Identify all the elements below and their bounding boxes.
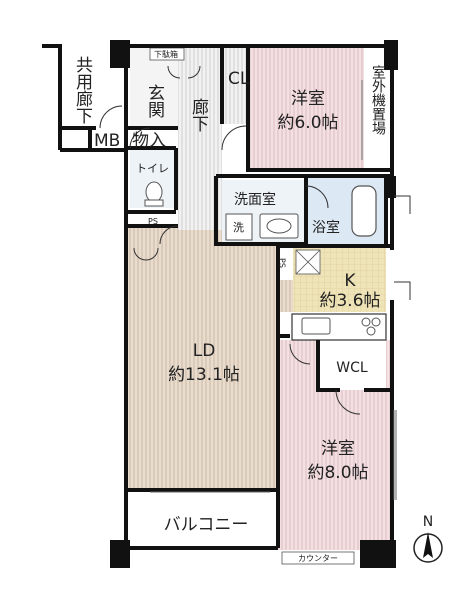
label-hallway: 廊下 xyxy=(188,98,209,132)
pillar xyxy=(110,40,130,68)
room-wcl-fill xyxy=(318,340,386,390)
stove-burner-icon xyxy=(366,326,376,336)
label-wcl: WCL xyxy=(336,360,368,376)
balcony-fill xyxy=(128,496,278,548)
counter-strip xyxy=(281,551,355,565)
toilet-tank-icon xyxy=(144,199,164,207)
label-western-south-name: 洋室 xyxy=(321,439,355,459)
pillar xyxy=(360,540,396,568)
compass xyxy=(413,532,443,563)
label-washer: 洗 xyxy=(233,221,244,234)
label-entrance: 玄関 xyxy=(144,84,164,118)
label-closet: CL xyxy=(228,69,250,89)
washbasin-bowl-icon xyxy=(266,218,292,234)
label-ps-toilet: PS xyxy=(148,217,158,226)
label-north: N xyxy=(423,514,433,530)
windows xyxy=(150,80,397,500)
label-common-corridor: 共用廊下 xyxy=(72,56,93,124)
washer-icon xyxy=(225,213,253,241)
label-mb: MB xyxy=(94,131,120,151)
label-counter: カウンター xyxy=(298,554,338,563)
label-western-south-area: 約8.0帖 xyxy=(307,463,368,483)
label-outdoor-unit: 室外機置場 xyxy=(370,64,386,135)
sink-icon xyxy=(301,317,331,335)
entrance-fill xyxy=(130,48,178,128)
label-toilet: トイレ xyxy=(136,162,169,175)
label-washroom: 洗面室 xyxy=(234,191,276,208)
label-kitchen-name: K xyxy=(344,271,356,291)
pillar xyxy=(384,176,396,198)
room-ld-fill xyxy=(128,226,278,490)
label-ps-kitchen: PS xyxy=(278,258,287,268)
toilet-bowl-icon xyxy=(145,181,163,203)
bathtub-icon xyxy=(351,185,377,237)
label-storage: 物入 xyxy=(132,131,166,151)
label-western-north-name: 洋室 xyxy=(291,89,325,109)
label-bathroom: 浴室 xyxy=(312,219,340,236)
label-ld-area: 約13.1帖 xyxy=(168,365,240,385)
closet-fill xyxy=(222,48,248,124)
room-western-north-fill xyxy=(248,48,364,170)
pillar xyxy=(384,40,398,70)
label-western-north-area: 約6.0帖 xyxy=(277,113,338,133)
label-balcony: バルコニー xyxy=(164,515,249,535)
label-shoe-box: 下駄箱 xyxy=(154,49,178,59)
stove-burner-icon xyxy=(361,317,371,327)
doors xyxy=(99,65,411,415)
label-ld-name: LD xyxy=(193,341,216,361)
outdoor-unit-fill xyxy=(364,72,392,176)
label-kitchen-area: 約3.6帖 xyxy=(319,291,380,311)
pillar xyxy=(110,540,130,568)
stove-burner-icon xyxy=(371,317,381,327)
